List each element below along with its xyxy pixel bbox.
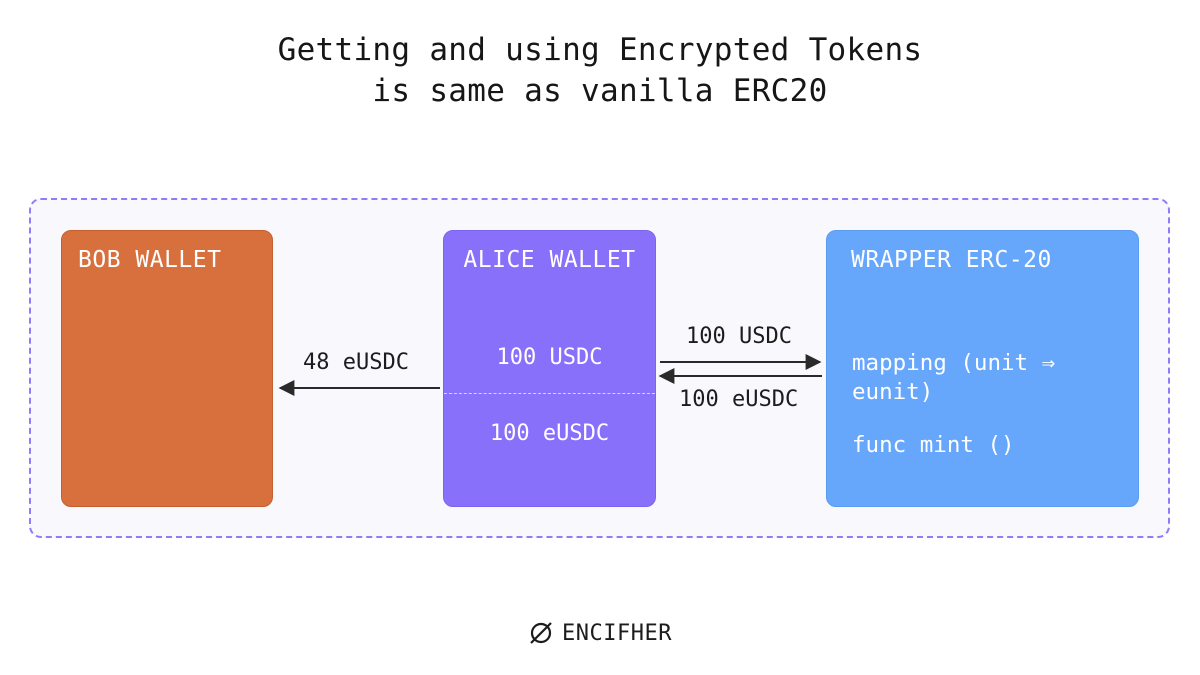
wrapper-mint-function: func mint () [852, 432, 1015, 458]
title-line-1: Getting and using Encrypted Tokens [277, 32, 923, 68]
alice-balance-divider [444, 393, 655, 394]
alice-eusdc-balance: 100 eUSDC [489, 421, 610, 446]
alice-wallet-label: ALICE WALLET [463, 247, 636, 273]
brand-name: ENCIFHER [562, 620, 672, 646]
alice-wallet-box: ALICE WALLET 100 USDC 100 eUSDC [443, 230, 656, 507]
empty-set-logo-icon [530, 622, 552, 644]
bob-wallet-box: BOB WALLET [61, 230, 273, 507]
mint-amount-label: 100 eUSDC [679, 387, 799, 412]
brand-footer: ENCIFHER [0, 616, 1200, 650]
alice-usdc-balance: 100 USDC [496, 345, 603, 370]
deposit-amount-label: 100 USDC [686, 324, 792, 349]
transfer-amount-label: 48 eUSDC [303, 350, 409, 375]
wrapper-label: WRAPPER ERC-20 [851, 247, 1052, 273]
wrapper-erc20-box: WRAPPER ERC-20 mapping (unit ⇒ eunit) fu… [826, 230, 1139, 507]
wrapper-mapping-line-1: mapping (unit ⇒ [852, 350, 1056, 376]
title-line-2: is same as vanilla ERC20 [372, 73, 828, 109]
bob-wallet-label: BOB WALLET [78, 247, 222, 273]
diagram-title: Getting and using Encrypted Tokens is sa… [0, 30, 1200, 112]
wrapper-mapping-line-2: eunit) [852, 379, 934, 405]
